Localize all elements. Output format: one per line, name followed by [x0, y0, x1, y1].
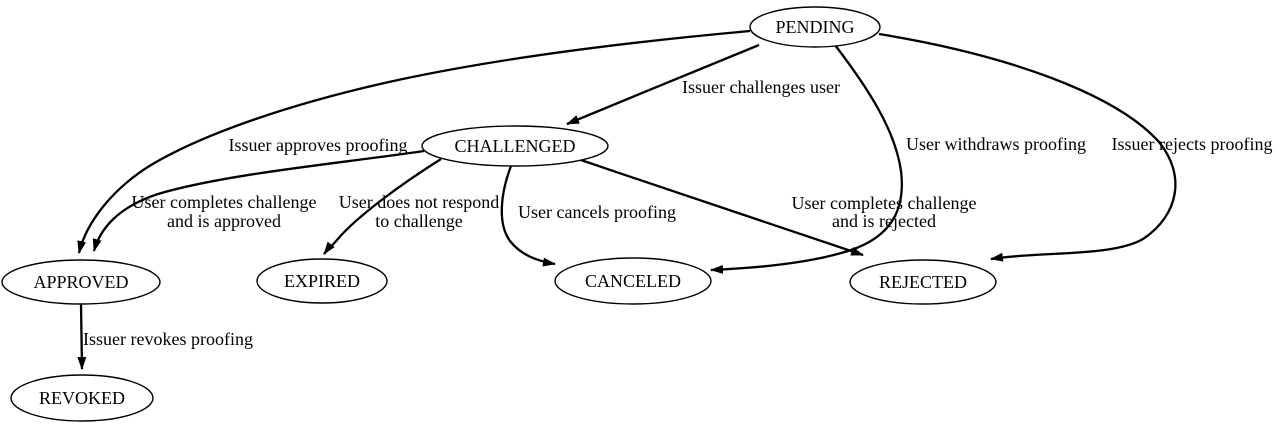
- edge-label-issuer-challenges-user: Issuer challenges user: [682, 77, 840, 97]
- edges-layer: [77, 29, 1177, 370]
- edge-pending-challenged: [566, 43, 760, 126]
- node-revoked-ellipse: [10, 374, 154, 422]
- node-pending-ellipse: [749, 6, 881, 48]
- node-revoked-label: REVOKED: [39, 388, 125, 408]
- node-challenged-ellipse: [421, 125, 609, 167]
- edge-label-user-completes-rejected-line1: User completes challenge: [792, 193, 977, 213]
- edge-pending-canceled: [710, 44, 903, 274]
- node-canceled-ellipse: [554, 257, 712, 305]
- node-canceled-label: CANCELED: [585, 271, 681, 291]
- edge-label-user-no-respond-line2: to challenge: [375, 211, 462, 231]
- edge-label-issuer-revokes-proofing: Issuer revokes proofing: [83, 329, 253, 349]
- node-approved-ellipse: [1, 259, 161, 305]
- edge-label-user-cancels-proofing: User cancels proofing: [518, 202, 676, 222]
- edge-label-user-withdraws-proofing: User withdraws proofing: [906, 134, 1086, 154]
- node-approved: APPROVED: [1, 259, 161, 305]
- edge-label-user-completes-rejected-line2: and is rejected: [832, 211, 936, 231]
- node-approved-label: APPROVED: [33, 272, 128, 292]
- edge-challenged-canceled: [500, 165, 556, 267]
- edge-challenged-expired: [323, 158, 442, 255]
- node-challenged: CHALLENGED: [421, 125, 609, 167]
- node-expired-label: EXPIRED: [284, 271, 360, 291]
- node-expired-ellipse: [256, 258, 388, 304]
- edge-challenged-approved: [92, 149, 425, 252]
- edge-label-user-no-respond-line1: User does not respond: [339, 192, 499, 212]
- node-pending-label: PENDING: [776, 17, 855, 37]
- edge-pending-rejected: [878, 32, 1177, 262]
- edge-label-issuer-rejects-proofing: Issuer rejects proofing: [1112, 134, 1273, 154]
- edge-label-user-completes-approved-line2: and is approved: [167, 211, 281, 231]
- node-rejected-label: REJECTED: [879, 272, 967, 292]
- edge-approved-revoked: [77, 303, 87, 370]
- node-expired: EXPIRED: [256, 258, 388, 304]
- node-rejected-ellipse: [849, 259, 997, 305]
- edge-challenged-rejected: [574, 156, 864, 257]
- edge-label-user-completes-approved-line1: User completes challenge: [132, 192, 317, 212]
- nodes-layer: PENDING CHALLENGED APPROVED EXPIRED CANC…: [1, 6, 997, 422]
- node-pending: PENDING: [749, 6, 881, 48]
- edge-pending-approved: [77, 29, 751, 254]
- node-revoked: REVOKED: [10, 374, 154, 422]
- node-rejected: REJECTED: [849, 259, 997, 305]
- node-canceled: CANCELED: [554, 257, 712, 305]
- edge-label-issuer-approves-proofing: Issuer approves proofing: [229, 135, 408, 155]
- edge-labels-layer: Issuer challenges user Issuer approves p…: [83, 77, 1272, 349]
- node-challenged-label: CHALLENGED: [455, 136, 576, 156]
